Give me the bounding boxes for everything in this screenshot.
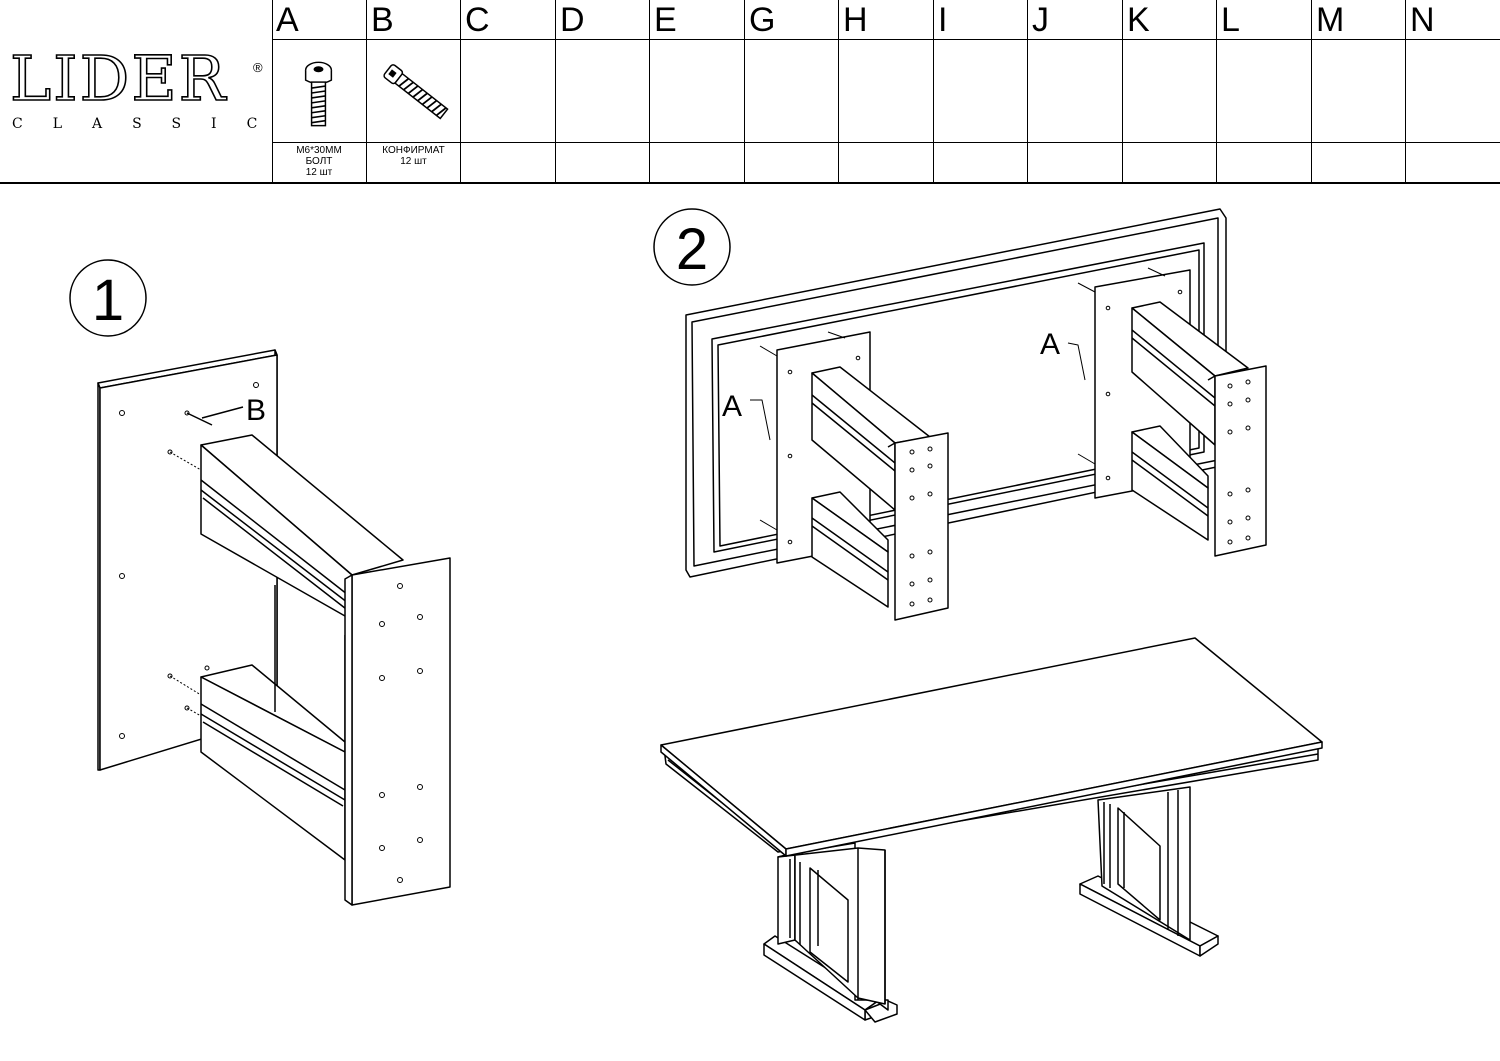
part-letter: J [1032, 1, 1049, 39]
part-letter: M [1316, 1, 1345, 39]
part-letter: K [1127, 1, 1150, 39]
logo-word: LIDER [9, 42, 228, 115]
part-column-b: B КОНФИРМАТ 12 шт [367, 0, 461, 182]
part-column-n: N [1406, 0, 1500, 182]
part-qty: 12 шт [400, 156, 427, 167]
part-column-j: J [1028, 0, 1123, 182]
part-qty: 12 шт [305, 167, 333, 178]
step-2-circle [653, 208, 731, 286]
part-column-e: E [650, 0, 745, 182]
part-letter: A [276, 1, 299, 39]
part-name: КОНФИРМАТ [382, 145, 445, 156]
part-letter: D [560, 1, 585, 39]
part-name: БОЛТ [305, 156, 333, 167]
part-size: M6*30MM [296, 145, 342, 156]
confirmat-screw-icon [383, 64, 449, 120]
part-letter: E [654, 1, 677, 39]
part-column-m: M [1312, 0, 1406, 182]
logo-registered-mark: ® [253, 60, 263, 75]
step-1-label-b: B [246, 394, 266, 427]
part-column-k: K [1123, 0, 1217, 182]
part-letter: B [371, 1, 394, 39]
part-letter: N [1410, 1, 1435, 39]
parts-header: LIDER ® CLASSIC A M6*30MM БОЛТ 12 шт B [0, 0, 1500, 184]
part-column-c: C [461, 0, 556, 182]
part-column-i: I [934, 0, 1028, 182]
step-1-diagram: 1 [69, 259, 451, 906]
part-letter: C [465, 1, 490, 39]
step-2-diagram: 2 [653, 208, 1267, 621]
lider-classic-logo: LIDER ® CLASSIC [0, 0, 273, 182]
part-letter: H [843, 1, 868, 39]
part-letter: I [938, 1, 948, 39]
part-column-d: D [556, 0, 650, 182]
step-2-label-a-left: A [722, 390, 742, 423]
part-letter: L [1221, 1, 1240, 39]
assembled-table-diagram [660, 637, 1323, 1023]
part-column-h: H [839, 0, 934, 182]
part-column-g: G [745, 0, 839, 182]
logo-subtitle: CLASSIC [12, 116, 288, 132]
part-letter: G [749, 1, 776, 39]
assembly-diagram: 1 [69, 208, 1323, 1023]
step-2-number: 2 [676, 217, 708, 282]
step-1-circle [69, 259, 147, 337]
step-1-number: 1 [92, 268, 124, 333]
bolt-icon [304, 61, 333, 127]
step-2-label-a-right: A [1040, 328, 1060, 361]
part-column-a: A M6*30MM БОЛТ 12 шт [272, 0, 367, 182]
part-column-l: L [1217, 0, 1312, 182]
